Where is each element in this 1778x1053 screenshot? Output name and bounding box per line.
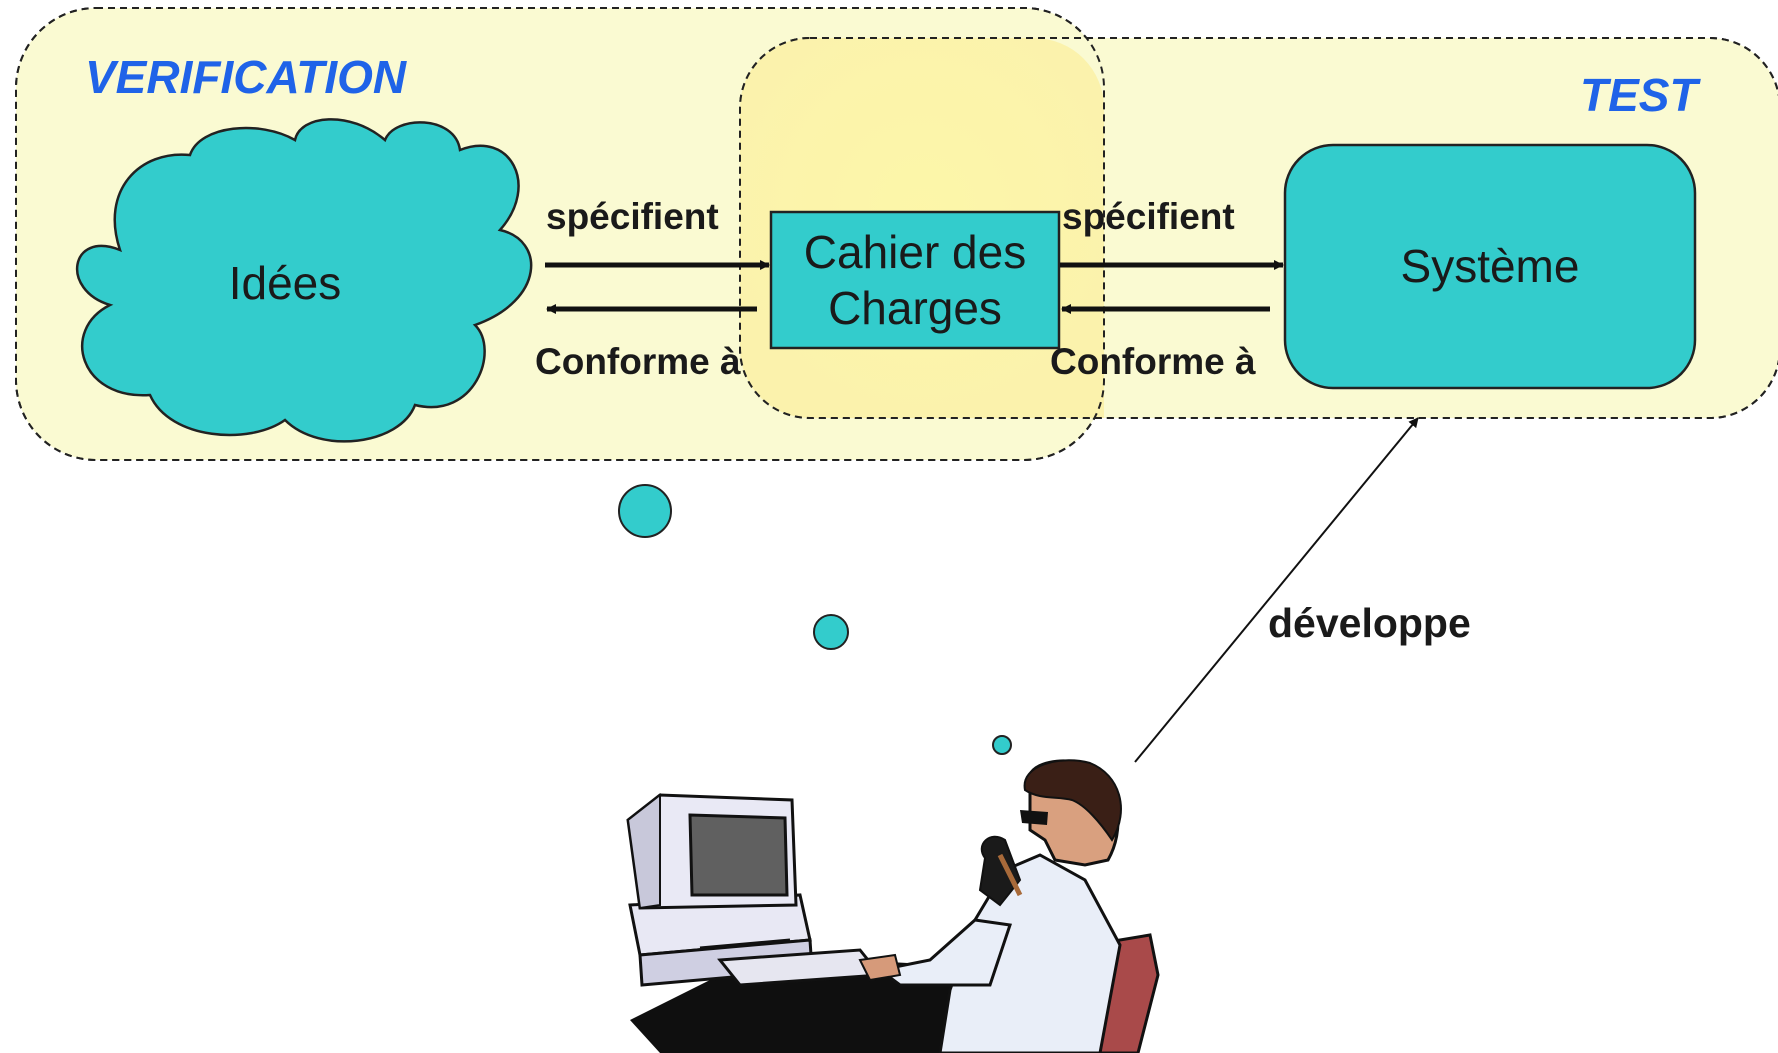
idees-cloud	[75, 118, 533, 443]
edge-label-conforme-left: Conforme à	[535, 341, 741, 382]
edge-label-specifient-left: spécifient	[546, 196, 719, 237]
verification-title: VERIFICATION	[85, 51, 407, 103]
arrow-developpe	[1134, 417, 1419, 763]
systeme-box	[1283, 143, 1697, 390]
thought-bubble-icon	[618, 484, 1012, 755]
edge-label-conforme-right: Conforme à	[1050, 341, 1256, 382]
edge-label-specifient-right: spécifient	[1062, 196, 1235, 237]
test-title: TEST	[1580, 69, 1698, 121]
cahier-label-line1: Cahier des	[803, 226, 1027, 278]
edge-label-developpe: développe	[1268, 600, 1471, 646]
cahier-des-charges-box	[769, 210, 1061, 350]
systeme-label: Système	[1400, 240, 1580, 292]
cahier-label-line2: Charges	[828, 282, 1002, 334]
idees-label: Idées	[228, 257, 342, 309]
developer-at-computer-icon	[626, 759, 1160, 1053]
